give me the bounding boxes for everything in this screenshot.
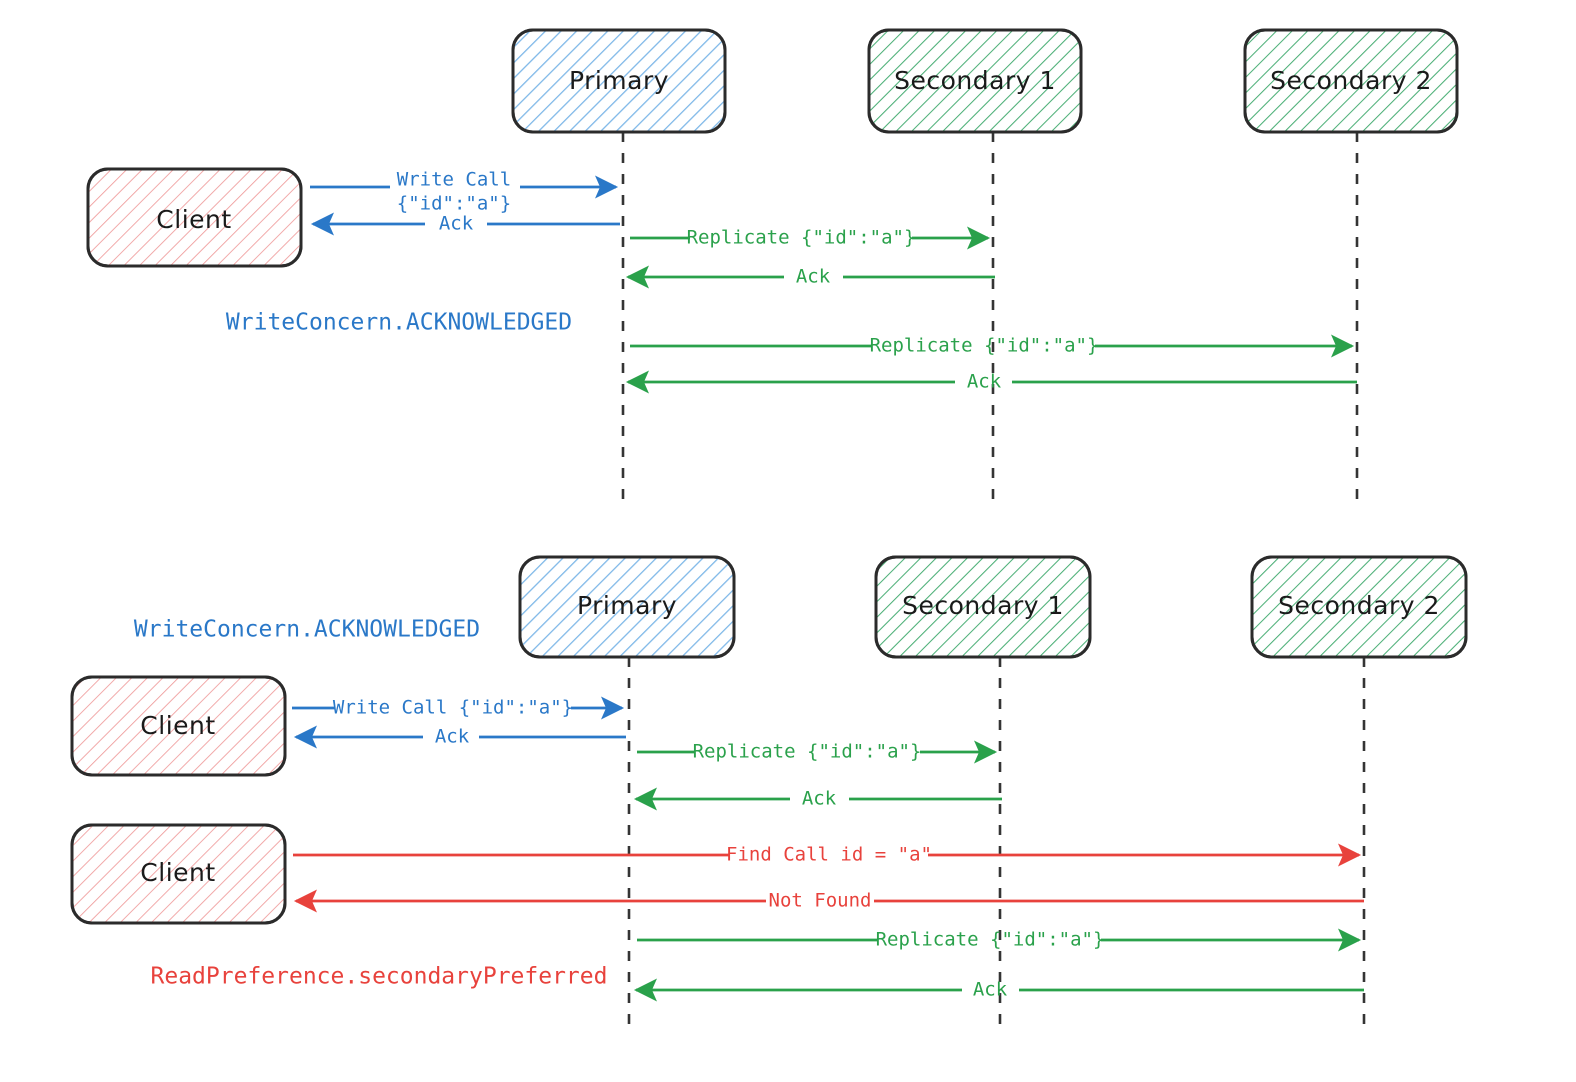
message-replicate-secondary2-1: Replicate {"id":"a"} [630, 334, 1355, 358]
secondary1-hatch-fill [876, 557, 1090, 657]
participant-label-primary: Primary [577, 591, 677, 620]
message-label: Replicate {"id":"a"} [876, 929, 1105, 951]
secondary1-box-outline [867, 28, 1083, 134]
primary-box-outline [518, 555, 736, 659]
secondary1-box-outline [874, 555, 1092, 659]
participant-label-client-write: Client [140, 711, 215, 740]
participant-client-1[interactable]: Client [86, 167, 303, 268]
participant-secondary1-1[interactable]: Secondary 1 [867, 28, 1083, 134]
message-label: Replicate {"id":"a"} [687, 227, 916, 249]
message-label: Ack [967, 371, 1002, 393]
note-writeconcern-2: WriteConcern.ACKNOWLEDGED [134, 617, 480, 643]
message-label: Replicate {"id":"a"} [870, 335, 1099, 357]
diagram-secondary-preferred-read: Primary Secondary 1 Secondary 2 [70, 555, 1468, 1027]
message-ack-primary-client-2: Ack [293, 725, 626, 749]
message-label: Replicate {"id":"a"} [693, 741, 922, 763]
participant-secondary2-2[interactable]: Secondary 2 [1250, 555, 1468, 659]
participant-primary-2[interactable]: Primary [518, 555, 736, 659]
client-hatch-fill [72, 825, 285, 923]
participant-primary-1[interactable]: Primary [511, 28, 727, 134]
message-ack-secondary2-1: Ack [625, 370, 1357, 394]
message-write-call-1: Write Call {"id":"a"} [310, 169, 619, 215]
message-ack-primary-client-1: Ack [310, 212, 620, 236]
message-label: Find Call id = "a" [726, 844, 932, 866]
participant-label-client-read: Client [140, 858, 215, 887]
client-box-outline [86, 167, 303, 268]
message-find-call: Find Call id = "a" [293, 843, 1362, 867]
client-hatch-fill [88, 169, 301, 266]
message-label: Ack [973, 979, 1008, 1001]
participant-secondary2-1[interactable]: Secondary 2 [1243, 28, 1459, 134]
client-box-outline [70, 823, 287, 925]
client-hatch-fill [72, 677, 285, 775]
primary-hatch-fill [513, 30, 725, 132]
participant-label-secondary1: Secondary 1 [902, 591, 1064, 620]
message-ack-secondary2-2: Ack [633, 978, 1364, 1002]
message-replicate-secondary1-1: Replicate {"id":"a"} [630, 226, 991, 250]
message-label: Ack [435, 726, 470, 748]
message-label: Write Call {"id":"a"} [333, 697, 573, 719]
primary-box-outline [511, 28, 727, 134]
participant-label-client: Client [156, 205, 231, 234]
participant-label-secondary2: Secondary 2 [1270, 66, 1432, 95]
participant-secondary1-2[interactable]: Secondary 1 [874, 555, 1092, 659]
message-label: Not Found [769, 890, 872, 912]
secondary1-hatch-fill [869, 30, 1081, 132]
participant-label-secondary2: Secondary 2 [1278, 591, 1440, 620]
primary-hatch-fill [520, 557, 734, 657]
message-ack-secondary1-1: Ack [625, 265, 995, 289]
message-label: Ack [796, 266, 831, 288]
diagram-acknowledged-write: Primary Secondary 1 Secondary 2 [86, 28, 1459, 503]
secondary2-hatch-fill [1245, 30, 1457, 132]
secondary2-box-outline [1250, 555, 1468, 659]
message-label: Ack [439, 213, 474, 235]
note-readpreference: ReadPreference.secondaryPreferred [151, 964, 608, 990]
secondary2-box-outline [1243, 28, 1459, 134]
note-writeconcern-1: WriteConcern.ACKNOWLEDGED [226, 310, 572, 336]
message-not-found: Not Found [293, 889, 1364, 913]
client-box-outline [70, 675, 287, 777]
message-replicate-secondary1-2: Replicate {"id":"a"} [637, 740, 998, 764]
message-ack-secondary1-2: Ack [633, 787, 1002, 811]
message-write-call-2: Write Call {"id":"a"} [292, 696, 625, 720]
secondary2-hatch-fill [1252, 557, 1466, 657]
participant-label-primary: Primary [569, 66, 669, 95]
participant-client-write-2[interactable]: Client [70, 675, 287, 777]
participant-label-secondary1: Secondary 1 [894, 66, 1056, 95]
message-label-line2: {"id":"a"} [397, 193, 511, 215]
participant-client-read-2[interactable]: Client [70, 823, 287, 925]
message-label: Ack [802, 788, 837, 810]
message-label-line1: Write Call [397, 169, 511, 191]
message-replicate-secondary2-2: Replicate {"id":"a"} [637, 928, 1362, 952]
